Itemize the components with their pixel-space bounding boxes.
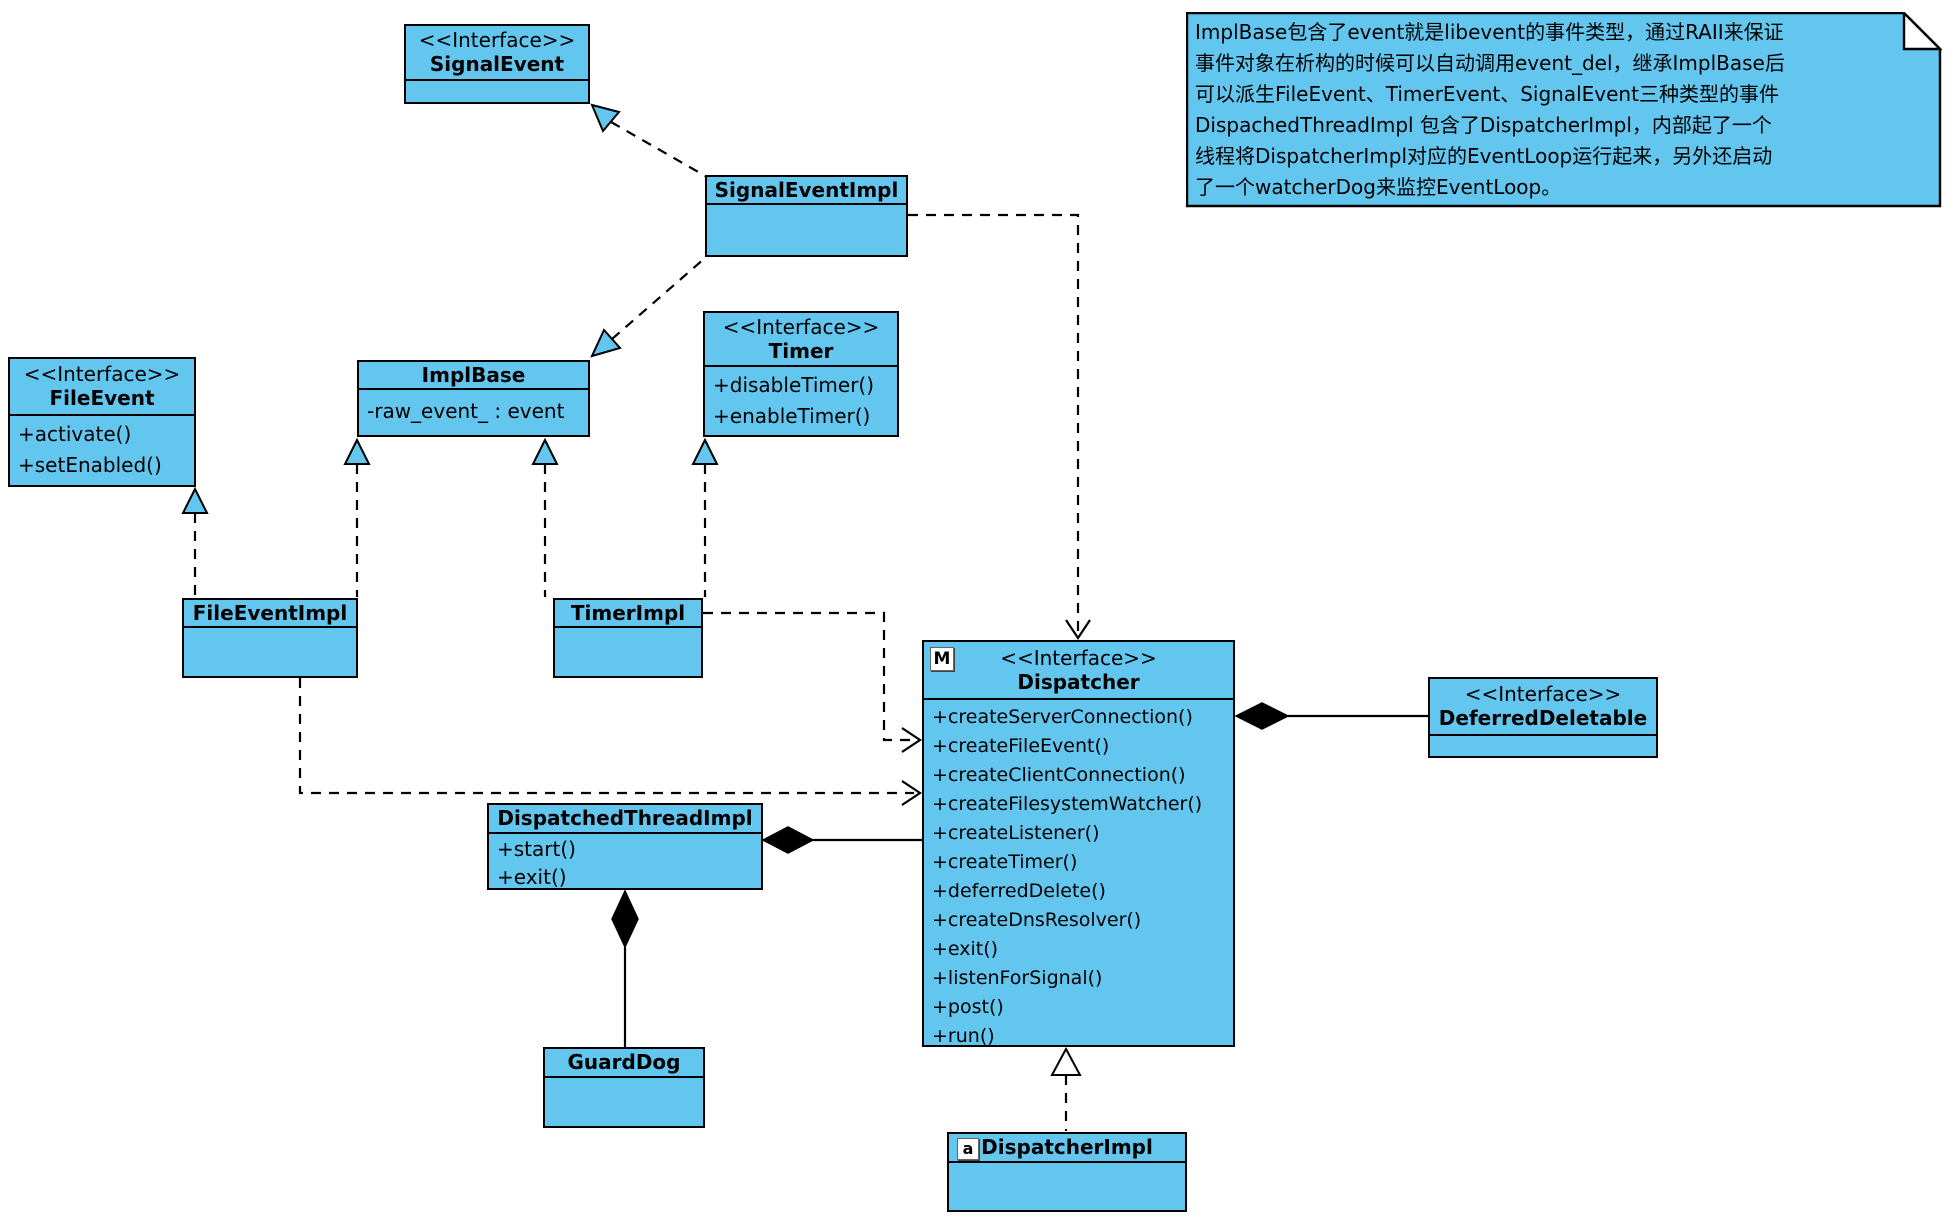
- member-row: ImplBase包含了event就是libevent的事件类型，通过RAII来保…: [1195, 20, 1784, 44]
- class-name: FileEventImpl: [192, 600, 348, 625]
- class-box-timerimpl[interactable]: TimerImpl: [553, 598, 703, 678]
- class-name: Dispatcher: [1017, 669, 1140, 694]
- class-box-signaleventimpl[interactable]: SignalEventImpl: [705, 175, 908, 257]
- member-row: -raw_event_ : event: [367, 399, 565, 423]
- stereotype-label: <<Interface>>: [1464, 682, 1622, 706]
- class-name: DeferredDeletable: [1438, 706, 1648, 730]
- class-box-fileevent[interactable]: <<Interface>> FileEvent +activate() +setE…: [8, 357, 196, 487]
- class-name: ImplBase: [421, 362, 526, 387]
- stereotype-label: <<Interface>>: [23, 362, 181, 386]
- class-name: GuardDog: [567, 1050, 681, 1074]
- filled-diamond-icon: [761, 826, 815, 854]
- methods-compartment: +disableTimer() +enableTimer(): [705, 367, 897, 435]
- member-row: DispachedThreadImpl 包含了DispatcherImpl，内部…: [1195, 113, 1772, 137]
- composition-dispatchedthreadimpl-dispatcher[interactable]: [761, 826, 922, 854]
- note-shape: [1186, 12, 1942, 208]
- realization-signaleventimpl-signalevent[interactable]: [590, 103, 708, 178]
- member-row: 事件对象在析构的时候可以自动调用event_del，继承ImplBase后: [1195, 51, 1785, 75]
- note-text: ImplBase包含了event就是libevent的事件类型，通过RAII来保…: [1195, 17, 1902, 203]
- methods-compartment: +activate() +setEnabled(): [10, 416, 194, 485]
- methods-compartment: +start() +exit(): [489, 834, 761, 893]
- open-arrow-icon: [1065, 619, 1091, 640]
- class-box-dispatcher[interactable]: M <<Interface>> Dispatcher +createServer…: [922, 640, 1235, 1047]
- class-name: DispatcherImpl: [981, 1135, 1153, 1159]
- composition-dispatcher-deferreddeletable[interactable]: [1234, 702, 1428, 730]
- member-row: 了一个watcherDog来监控EventLoop。: [1195, 175, 1562, 199]
- hollow-triangle-icon: [343, 437, 371, 465]
- class-box-dispatcherimpl[interactable]: a DispatcherImpl: [947, 1132, 1187, 1212]
- class-name: SignalEvent: [429, 52, 565, 76]
- generalization-timerimpl-implbase[interactable]: [531, 437, 559, 597]
- hollow-triangle-icon: [590, 103, 621, 133]
- class-box-dispatchedthreadimpl[interactable]: DispatchedThreadImpl +start() +exit(): [487, 803, 763, 890]
- hollow-triangle-icon: [590, 328, 622, 358]
- generalization-signaleventimpl-implbase[interactable]: [590, 257, 706, 358]
- member-row: 线程将DispatcherImpl对应的EventLoop运行起来，另外还启动: [1195, 144, 1773, 168]
- empty-compartment: [545, 1078, 703, 1126]
- class-name: DispatchedThreadImpl: [497, 806, 753, 830]
- member-row: +start(): [497, 837, 576, 861]
- empty-compartment: [949, 1163, 1185, 1210]
- member-row: +enableTimer(): [713, 404, 871, 428]
- member-row: +run(): [932, 1025, 995, 1047]
- empty-compartment: [406, 81, 588, 102]
- a-badge-icon: a: [957, 1138, 979, 1160]
- class-box-deferreddeletable[interactable]: <<Interface>> DeferredDeletable: [1428, 677, 1658, 758]
- dependency-fileeventimpl-dispatcher[interactable]: [298, 678, 922, 806]
- member-row: +createFileEvent(): [932, 735, 1110, 757]
- class-name: Timer: [768, 338, 834, 363]
- empty-compartment: [555, 628, 701, 676]
- member-row: +deferredDelete(): [932, 880, 1106, 902]
- dependency-signaleventimpl-dispatcher[interactable]: [908, 213, 1091, 640]
- class-box-signalevent[interactable]: <<Interface>> SignalEvent: [404, 24, 590, 104]
- member-row: +createDnsResolver(): [932, 909, 1142, 931]
- member-row: +listenForSignal(): [932, 967, 1103, 989]
- class-box-fileeventimpl[interactable]: FileEventImpl: [182, 598, 358, 678]
- methods-compartment: +createServerConnection() +createFileEven…: [924, 700, 1233, 1053]
- realization-timerimpl-timer[interactable]: [691, 437, 719, 597]
- class-name: SignalEventImpl: [714, 177, 899, 202]
- member-row: +setEnabled(): [18, 453, 162, 477]
- class-name: FileEvent: [49, 386, 155, 410]
- open-arrow-icon: [901, 780, 922, 806]
- member-row: +createTimer(): [932, 851, 1078, 873]
- empty-compartment: [184, 628, 356, 676]
- hollow-triangle-icon: [181, 486, 209, 514]
- empty-compartment: [707, 205, 906, 255]
- open-arrow-icon: [901, 727, 922, 753]
- class-box-implbase[interactable]: ImplBase -raw_event_ : event: [357, 360, 590, 437]
- member-row: 可以派生FileEvent、TimerEvent、SignalEvent三种类型…: [1195, 82, 1779, 106]
- dependency-timerimpl-dispatcher[interactable]: [703, 611, 922, 753]
- member-row: +createFilesystemWatcher(): [932, 793, 1203, 815]
- member-row: +activate(): [18, 422, 132, 446]
- stereotype-label: <<Interface>>: [418, 28, 576, 52]
- stereotype-label: <<Interface>>: [1000, 645, 1157, 670]
- hollow-triangle-icon: [531, 437, 559, 465]
- filled-diamond-icon: [1234, 702, 1290, 730]
- empty-compartment: [1430, 736, 1656, 756]
- realization-fileeventimpl-fileevent[interactable]: [181, 486, 209, 597]
- member-row: +createClientConnection(): [932, 764, 1186, 786]
- class-name: TimerImpl: [570, 600, 686, 625]
- hollow-triangle-icon: [691, 437, 719, 465]
- realization-dispatcherimpl-dispatcher[interactable]: [1050, 1046, 1082, 1131]
- member-row: +exit(): [497, 865, 567, 889]
- generalization-fileeventimpl-implbase[interactable]: [343, 437, 371, 597]
- class-box-guarddog[interactable]: GuardDog: [543, 1047, 705, 1128]
- stereotype-label: <<Interface>>: [722, 314, 880, 339]
- composition-dispatchedthreadimpl-guarddog[interactable]: [611, 889, 639, 1047]
- member-row: +createListener(): [932, 822, 1100, 844]
- filled-diamond-icon: [611, 889, 639, 949]
- member-row: +disableTimer(): [713, 373, 875, 397]
- note-fold-corner-icon: [1902, 12, 1942, 51]
- class-box-timer[interactable]: <<Interface>> Timer +disableTimer() +enab…: [703, 311, 899, 437]
- attributes-compartment: -raw_event_ : event: [359, 390, 588, 435]
- member-row: +exit(): [932, 938, 999, 960]
- note-annotation[interactable]: ImplBase包含了event就是libevent的事件类型，通过RAII来保…: [1186, 12, 1942, 208]
- member-row: +createServerConnection(): [932, 706, 1193, 728]
- m-badge-icon: M: [930, 647, 954, 671]
- member-row: +post(): [932, 996, 1004, 1018]
